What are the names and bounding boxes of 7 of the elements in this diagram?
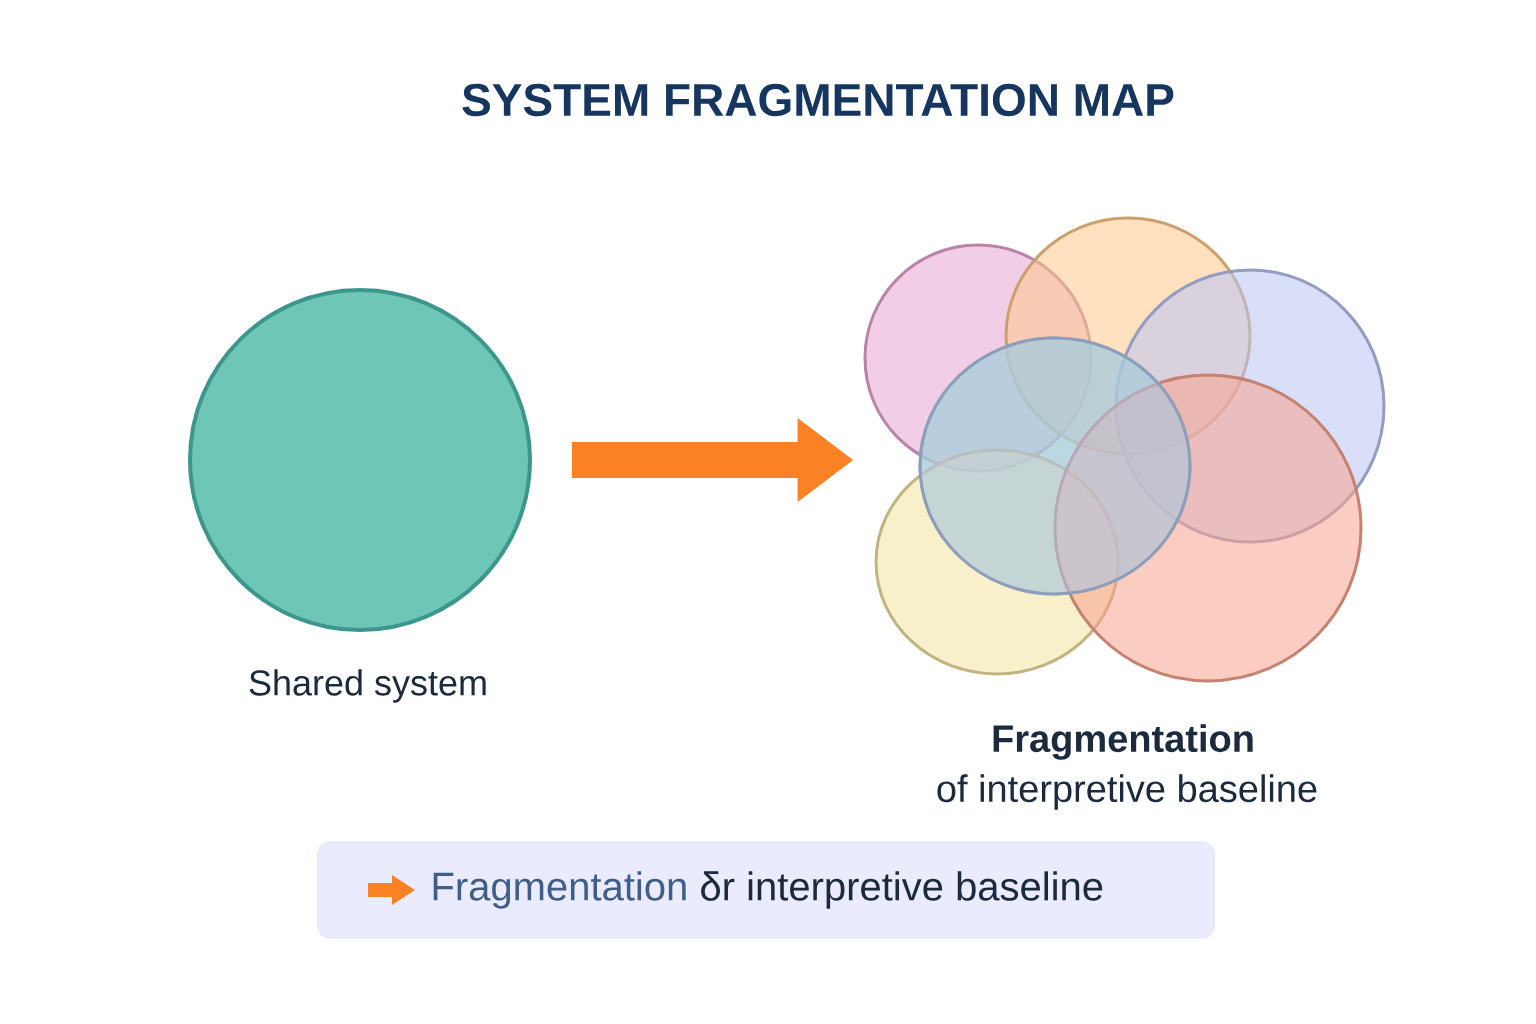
banner-text: Fragmentation δr interpretive baseline — [433, 871, 1103, 909]
node-label: Fragmentation — [993, 724, 1253, 760]
sphere — [188, 288, 532, 632]
node-label: of interpretive baseline — [937, 774, 1317, 810]
title: SYSTEM FRAGMENTATION MAP — [462, 83, 1174, 117]
node-label: Shared system — [249, 669, 486, 703]
overlapping-circles-drawing — [863, 216, 1386, 683]
